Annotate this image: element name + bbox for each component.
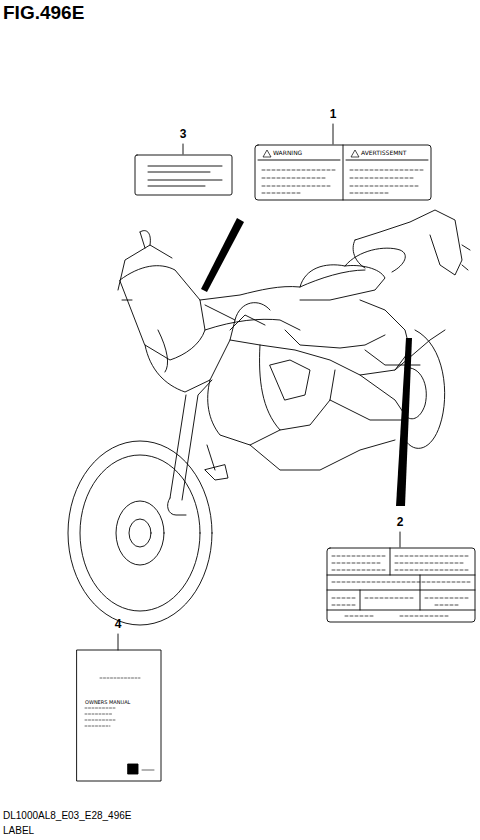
owners-manual: OWNERS MANUAL (77, 650, 161, 781)
callout-number: 2 (397, 516, 404, 528)
label-text: AVERTISSEMNT (361, 150, 407, 156)
callout-number: 4 (115, 618, 122, 630)
caption-text: DL1000AL8_E03_E28_496E (3, 811, 131, 821)
caption-text: LABEL (3, 826, 34, 836)
label-text: WARNING (273, 150, 302, 156)
warning-label: WARNING AVERTISSEMNT (255, 145, 431, 200)
figure-title: FIG.496E (3, 3, 84, 22)
label-text: OWNERS MANUAL (85, 700, 130, 705)
callout-number: 3 (180, 128, 187, 140)
callout-number: 1 (330, 108, 337, 120)
